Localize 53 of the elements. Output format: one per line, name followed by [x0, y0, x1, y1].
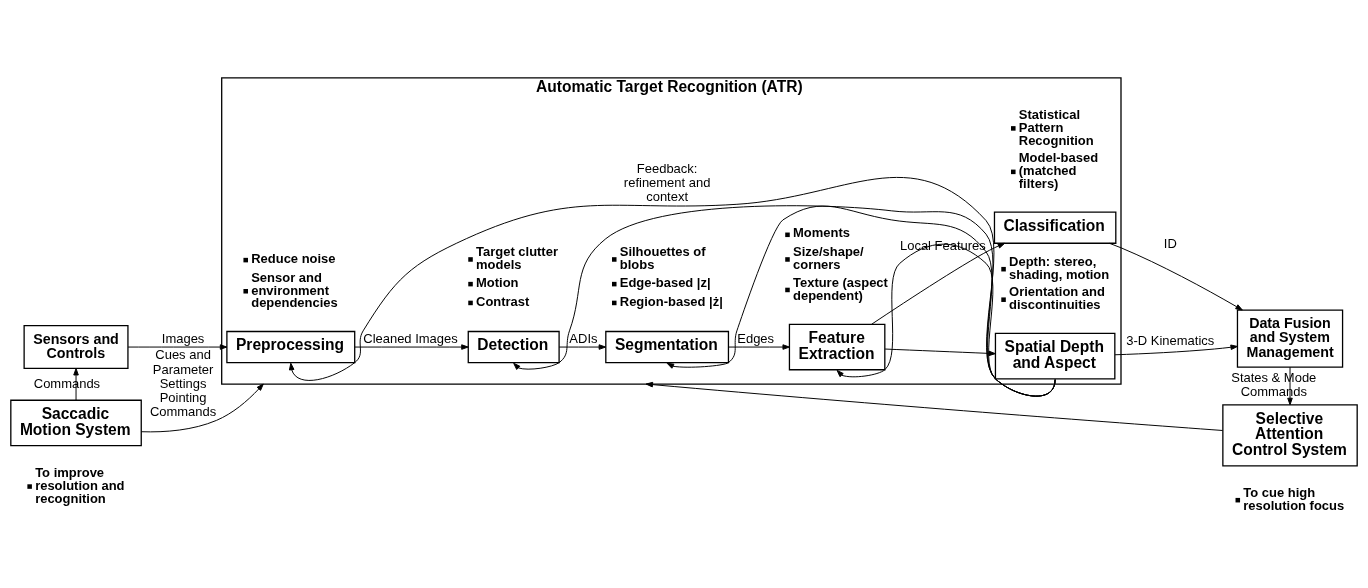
node-box: Sensors and Controls	[23, 324, 129, 369]
edge-label: Edges	[737, 330, 775, 346]
edge-label: Images	[161, 330, 205, 346]
node-label: Texture (aspect dependent)	[793, 274, 888, 303]
node-label: Motion	[476, 274, 519, 290]
arrow	[288, 176, 1056, 397]
edge-label: States & Mode Commands	[1231, 369, 1317, 399]
arrow	[73, 367, 79, 401]
node-box: Classification	[993, 210, 1117, 244]
arrow	[558, 343, 607, 350]
edge-label: Cleaned Images	[363, 330, 458, 346]
edge-label: ID	[1163, 235, 1177, 251]
node-box: Detection	[467, 330, 560, 363]
node-label: Size/shape/ corners	[793, 243, 864, 272]
node-label: Moments	[793, 224, 850, 240]
node-label: Statistical Pattern Recognition	[1018, 106, 1094, 148]
arrow	[127, 343, 228, 350]
arrow	[1114, 344, 1238, 355]
node-label: Region-based |ż|	[619, 293, 723, 309]
edge-label: Feedback: refinement and context	[623, 160, 711, 204]
node-label: Target clutter models	[476, 243, 558, 272]
node-label: To improve resolution and recognition	[35, 464, 125, 506]
edge-label: Cues and Parameter Settings Pointing Commands	[149, 346, 217, 419]
node-box: Spatial Depth and Aspect	[994, 332, 1116, 379]
node-label: Model-based (matched filters)	[1018, 149, 1099, 191]
arrow	[513, 204, 1056, 397]
edge-label: 3-D Kinematics	[1126, 332, 1215, 348]
node-label: Edge-based |z|	[619, 274, 711, 290]
arrow	[140, 383, 264, 432]
edge-label: Commands	[33, 375, 101, 391]
node-box: Segmentation	[605, 330, 730, 363]
arrow	[836, 243, 1056, 397]
node-label: Orientation and discontinuities	[1009, 283, 1105, 312]
node-label: Depth: stereo, shading, motion	[1009, 253, 1110, 282]
arrow	[884, 348, 996, 356]
node-label: Contrast	[476, 293, 530, 309]
node-label: Silhouettes of blobs	[619, 243, 706, 272]
node-box: Data Fusion and System Management	[1236, 308, 1344, 368]
node-label: Sensor and environment dependencies	[251, 269, 338, 310]
arrow	[645, 381, 1224, 431]
node-label: Reduce noise	[251, 250, 336, 266]
arrow	[1287, 366, 1293, 405]
arrow	[354, 343, 469, 350]
arrow	[1109, 242, 1243, 310]
arrow	[666, 205, 1056, 397]
edge-label: ADIs	[569, 330, 598, 346]
arrow	[728, 343, 790, 350]
node-box: Preprocessing	[226, 330, 356, 363]
node-box: Selective Attention Control System	[1222, 403, 1358, 466]
node-box: Feature Extraction	[788, 323, 886, 370]
node-label: To cue high resolution focus	[1243, 484, 1345, 513]
arrow	[871, 242, 1006, 325]
node-box: Saccadic Motion System	[10, 399, 142, 446]
